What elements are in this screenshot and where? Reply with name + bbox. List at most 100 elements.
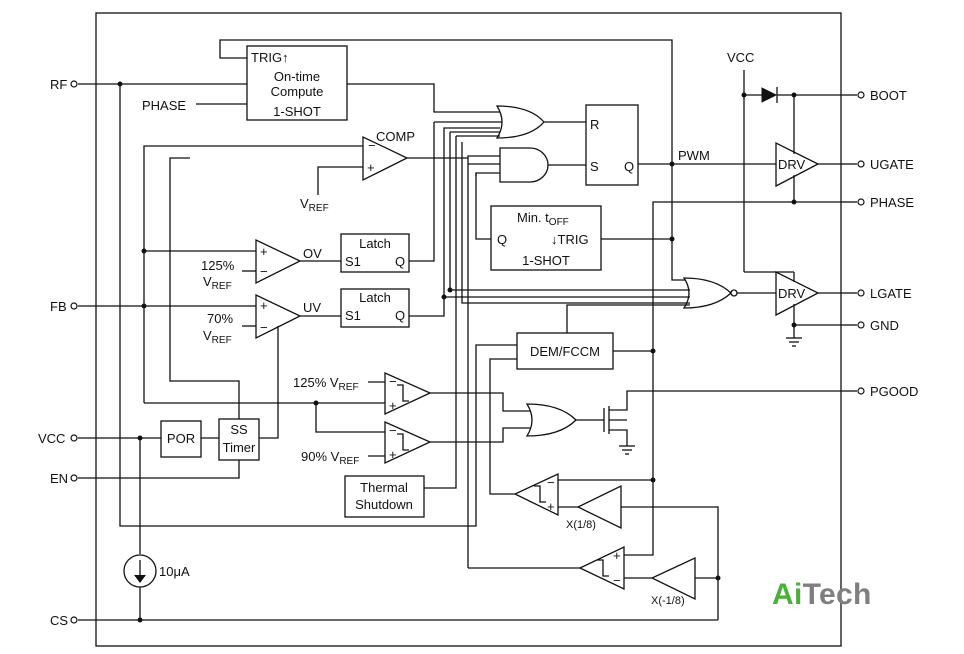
svg-text:DEM/FCCM: DEM/FCCM bbox=[530, 344, 600, 359]
aitech-logo: AiTech bbox=[772, 578, 872, 611]
pin-vcc: VCC bbox=[38, 431, 96, 446]
svg-text:OV: OV bbox=[303, 246, 322, 261]
svg-text:1-SHOT: 1-SHOT bbox=[273, 104, 321, 119]
svg-text:GND: GND bbox=[870, 318, 899, 333]
svg-text:−: − bbox=[389, 374, 397, 389]
svg-text:Thermal: Thermal bbox=[360, 480, 408, 495]
svg-text:VREF: VREF bbox=[203, 274, 232, 292]
boot-diode bbox=[761, 87, 778, 103]
svg-text:UGATE: UGATE bbox=[870, 157, 914, 172]
thermal-shutdown-block: Thermal Shutdown bbox=[344, 475, 425, 518]
or-gate-reset bbox=[495, 105, 545, 139]
svg-text:Min. tOFF: Min. tOFF bbox=[517, 210, 569, 228]
svg-text:S: S bbox=[590, 159, 599, 174]
svg-text:CS: CS bbox=[50, 613, 68, 628]
pin-lgate: LGATE bbox=[841, 286, 912, 301]
gain-neg-amp: X(-1/8) bbox=[650, 556, 696, 607]
svg-text:Shutdown: Shutdown bbox=[355, 497, 413, 512]
pin-fb: FB bbox=[50, 299, 96, 314]
pin-rf: RF bbox=[50, 77, 96, 92]
svg-text:DRV: DRV bbox=[778, 286, 806, 301]
ov-latch: Latch S1 Q bbox=[340, 233, 410, 273]
svg-text:SS: SS bbox=[230, 422, 248, 437]
svg-text:Timer: Timer bbox=[223, 440, 256, 455]
uv-threshold: 70% bbox=[207, 311, 233, 326]
svg-text:S1: S1 bbox=[345, 308, 361, 323]
svg-text:−: − bbox=[368, 138, 376, 153]
pin-ugate: UGATE bbox=[841, 157, 914, 172]
rs-flipflop: R S Q bbox=[585, 104, 639, 186]
chip-outline bbox=[95, 12, 842, 647]
gain-pos-amp: X(1/8) bbox=[566, 484, 622, 531]
svg-text:LGATE: LGATE bbox=[870, 286, 912, 301]
svg-text:TRIG↑: TRIG↑ bbox=[251, 50, 289, 65]
svg-text:EN: EN bbox=[50, 471, 68, 486]
svg-text:+: + bbox=[260, 244, 268, 259]
pgood-nmos bbox=[603, 390, 841, 455]
svg-text:Q: Q bbox=[624, 159, 634, 174]
svg-text:Compute: Compute bbox=[271, 84, 324, 99]
drv-high: DRV bbox=[775, 141, 820, 188]
svg-text:X(1/8): X(1/8) bbox=[566, 519, 596, 531]
vcc-supply-label: VCC bbox=[727, 50, 754, 65]
svg-text:Latch: Latch bbox=[359, 290, 391, 305]
pgood-low-comparator: − + bbox=[384, 420, 432, 465]
pin-boot: BOOT bbox=[841, 88, 907, 103]
svg-text:+: + bbox=[389, 447, 397, 462]
pgood-low-threshold: 90% VREF bbox=[301, 449, 359, 467]
svg-text:X(-1/8): X(-1/8) bbox=[651, 595, 685, 607]
svg-text:VCC: VCC bbox=[38, 431, 65, 446]
svg-text:R: R bbox=[590, 117, 599, 132]
svg-text:−: − bbox=[613, 573, 621, 588]
svg-text:+: + bbox=[367, 160, 375, 175]
or-gate-pgood bbox=[525, 403, 577, 437]
min-toff-oneshot: Min. tOFF Q ↓TRIG 1-SHOT bbox=[490, 205, 602, 271]
svg-text:+: + bbox=[389, 398, 397, 413]
svg-text:−: − bbox=[260, 264, 268, 279]
svg-text:DRV: DRV bbox=[778, 157, 806, 172]
svg-text:1-SHOT: 1-SHOT bbox=[522, 253, 570, 268]
svg-text:S1: S1 bbox=[345, 254, 361, 269]
por-block: POR bbox=[160, 420, 202, 458]
drv-low: DRV bbox=[775, 270, 820, 317]
svg-text:BOOT: BOOT bbox=[870, 88, 907, 103]
uv-latch: Latch S1 Q bbox=[340, 288, 410, 328]
svg-text:RF: RF bbox=[50, 77, 67, 92]
svg-text:UV: UV bbox=[303, 300, 321, 315]
ov-comparator: + − OV bbox=[255, 238, 322, 285]
nor-gate-lgate bbox=[682, 277, 738, 309]
ontime-oneshot: TRIG↑ On-time Compute 1-SHOT bbox=[246, 45, 348, 121]
svg-text:−: − bbox=[389, 423, 397, 438]
pin-en: EN bbox=[50, 471, 96, 486]
svg-text:FB: FB bbox=[50, 299, 67, 314]
ov-threshold: 125% bbox=[201, 258, 235, 273]
ss-timer-block: SS Timer bbox=[218, 418, 260, 461]
svg-text:COMP: COMP bbox=[376, 129, 415, 144]
pin-cs: CS bbox=[50, 613, 96, 628]
svg-text:−: − bbox=[260, 320, 268, 335]
svg-text:10μA: 10μA bbox=[159, 564, 190, 579]
svg-text:PHASE: PHASE bbox=[870, 195, 914, 210]
svg-text:+: + bbox=[547, 499, 555, 514]
svg-text:Q: Q bbox=[395, 308, 405, 323]
svg-text:+: + bbox=[260, 298, 268, 313]
svg-text:+: + bbox=[613, 548, 621, 563]
and-gate-set bbox=[499, 147, 549, 183]
svg-text:PGOOD: PGOOD bbox=[870, 384, 918, 399]
svg-text:Q: Q bbox=[497, 232, 507, 247]
ocp-comparator: + − bbox=[578, 545, 625, 591]
svg-text:VREF: VREF bbox=[203, 328, 232, 346]
zero-cross-comparator: − + bbox=[513, 472, 559, 517]
phase-input-label: PHASE bbox=[142, 98, 186, 113]
pgood-high-threshold: 125% VREF bbox=[293, 375, 359, 393]
current-source: 10μA bbox=[123, 554, 190, 588]
ground-symbol bbox=[786, 337, 802, 347]
svg-text:↓TRIG: ↓TRIG bbox=[551, 232, 589, 247]
comp-comparator: − + COMP bbox=[362, 129, 415, 182]
pgood-high-comparator: − + bbox=[384, 371, 432, 416]
comp-vref: VREF bbox=[300, 196, 329, 214]
svg-text:POR: POR bbox=[167, 431, 195, 446]
pin-pgood: PGOOD bbox=[841, 384, 918, 399]
pwm-label: PWM bbox=[678, 148, 710, 163]
svg-text:On-time: On-time bbox=[274, 69, 320, 84]
